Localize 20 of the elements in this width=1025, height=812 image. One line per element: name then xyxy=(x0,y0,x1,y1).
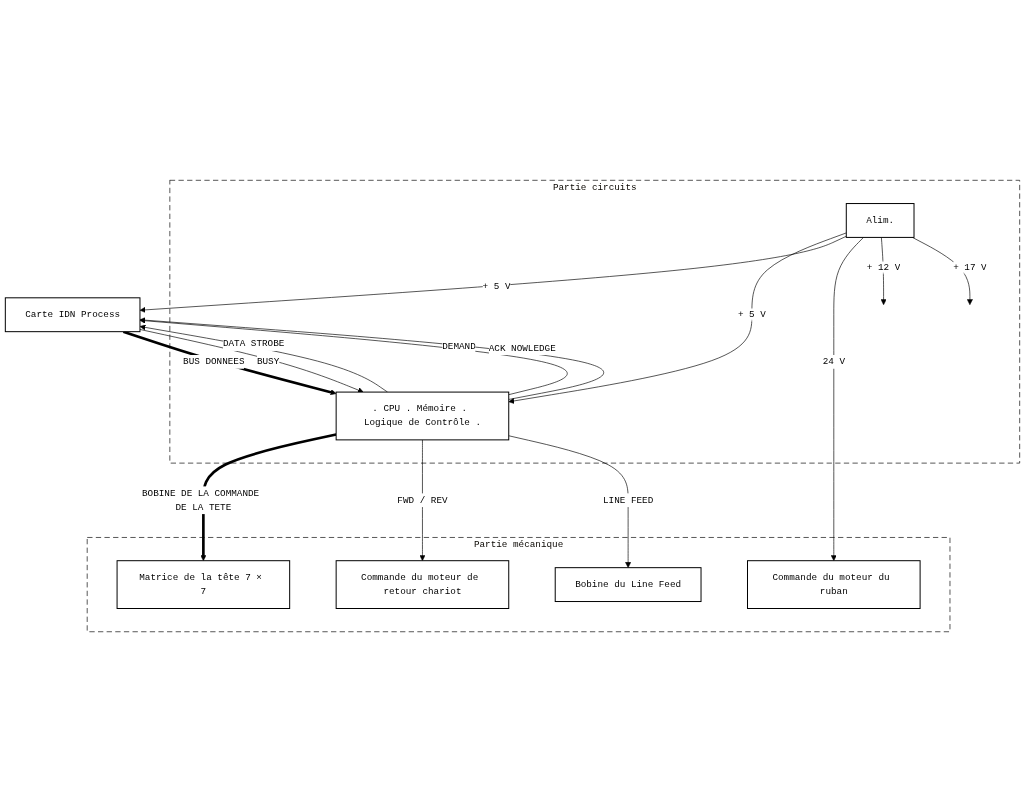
edge-label: BOBINE DE LA COMMANDE DE LA TETE xyxy=(142,487,260,513)
edge-label: 24 V xyxy=(822,356,845,367)
edge-label: ACK NOWLEDGE xyxy=(488,342,556,354)
node-box: Matrice de la tête 7 × 7 xyxy=(116,560,291,609)
node-box: . CPU . Mémoire . Logique de Contrôle . xyxy=(335,391,510,441)
node-box: Carte IDN Process xyxy=(4,297,141,333)
node-box: Commande du moteur de retour chariot xyxy=(335,560,510,609)
edge-label: + 12 V xyxy=(866,261,901,273)
edge-label: + 5 V xyxy=(737,309,766,320)
node-box: Alim. xyxy=(845,203,915,238)
edge-label: + 17 V xyxy=(953,261,987,273)
edge-label: BUSY xyxy=(256,356,280,367)
node-box: Bobine du Line Feed xyxy=(554,567,702,602)
edge-label: DATA STROBE xyxy=(222,338,285,349)
edge-label: FWD / REV xyxy=(397,494,448,506)
node-box: Commande du moteur du ruban xyxy=(747,560,921,609)
edge-label: LINE FEED xyxy=(603,494,654,506)
edge-label: DEMAND xyxy=(442,341,476,352)
edge-label: + 5 V xyxy=(482,280,511,292)
edge-label: BUS DONNEES xyxy=(183,356,245,367)
